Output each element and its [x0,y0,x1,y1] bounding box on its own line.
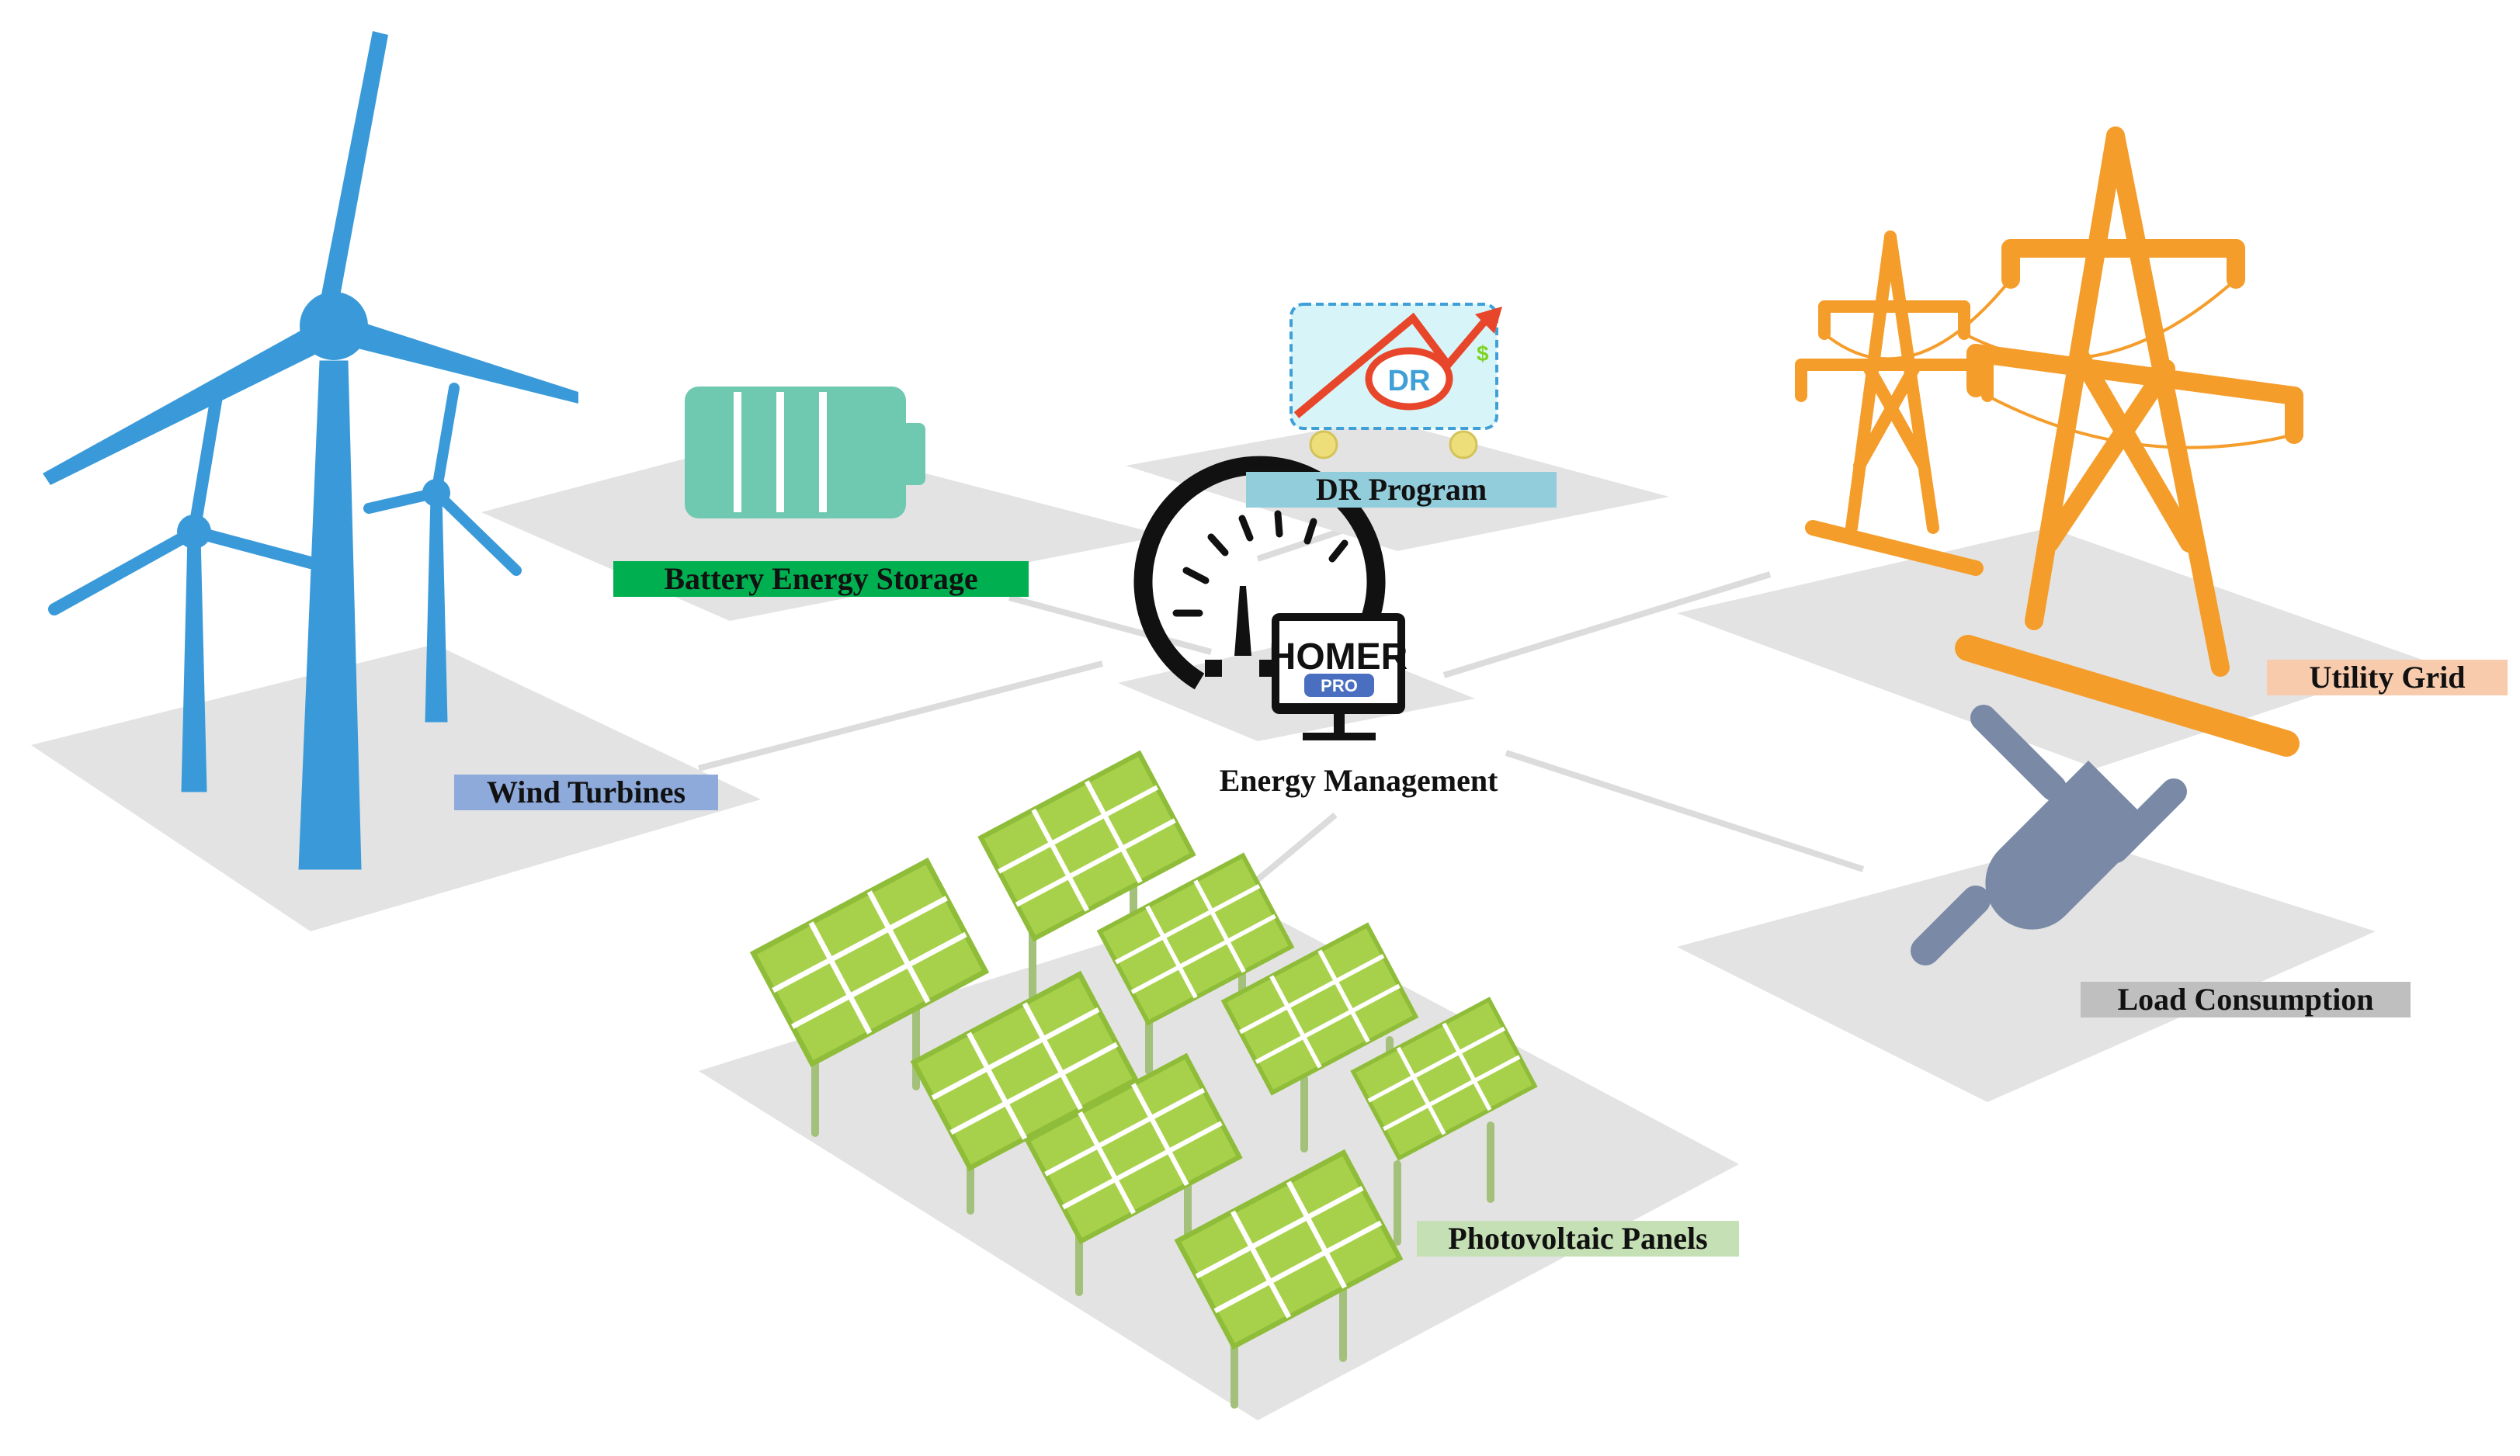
battery-icon [685,387,925,518]
dr-badge-text: DR [1388,365,1431,397]
dr-program-icon: DR $ [1290,303,1502,459]
utility-grid-icon [1795,127,2303,757]
plug-icon [1911,705,2187,965]
homer-brand-text: HOMER [1269,636,1408,678]
dr-program-label: DR Program [1246,472,1557,508]
wind-platform [31,644,761,931]
dollar-sign: $ [1477,341,1489,366]
wind-turbines-label: Wind Turbines [454,775,718,810]
utility-grid-label: Utility Grid [2267,660,2508,695]
wind-turbines-icon [43,31,578,870]
photovoltaic-panels-label: Photovoltaic Panels [1417,1221,1739,1257]
photovoltaic-panels-icon [754,754,1535,1409]
energy-management-label: Energy Management [1219,763,1498,798]
utility-platform [1677,528,2422,768]
load-consumption-label: Load Consumption [2081,982,2411,1017]
load-platform [1677,838,2376,1102]
homer-sub-text: PRO [1321,676,1358,695]
energy-management-icon: HOMER PRO [1133,456,1408,740]
battery-energy-storage-label: Battery Energy Storage [613,561,1029,597]
